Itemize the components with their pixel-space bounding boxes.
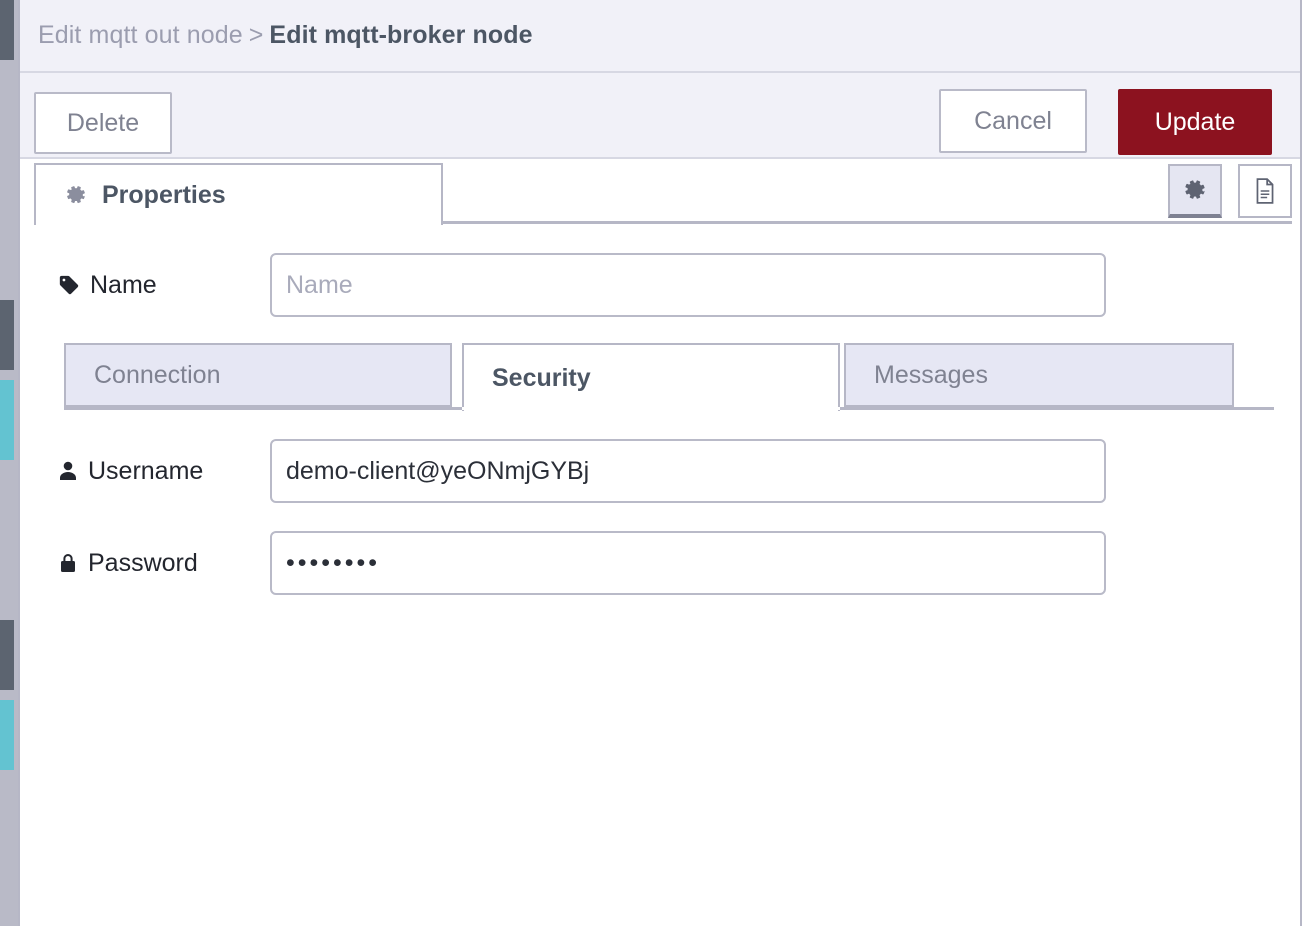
password-label-text: Password (88, 548, 198, 577)
subtab-security-label: Security (492, 363, 591, 392)
user-icon (58, 460, 78, 482)
main-tabstrip: Properties (20, 159, 1300, 225)
username-input[interactable] (270, 439, 1106, 503)
lock-icon (58, 552, 78, 574)
gear-icon (64, 183, 88, 207)
dialog-header: Edit mqtt out node>Edit mqtt-broker node (20, 0, 1300, 73)
password-row: Password (58, 531, 1106, 595)
tag-icon (58, 274, 80, 296)
breadcrumb-current: Edit mqtt-broker node (269, 21, 533, 49)
tab-properties[interactable]: Properties (34, 163, 443, 225)
subtab-connection[interactable]: Connection (64, 343, 452, 407)
subtab-security[interactable]: Security (462, 343, 840, 411)
subtab-messages-label: Messages (874, 360, 988, 389)
username-label: Username (58, 457, 270, 486)
document-icon (1252, 177, 1278, 205)
username-label-text: Username (88, 456, 204, 485)
password-input[interactable] (270, 531, 1106, 595)
name-label: Name (58, 271, 270, 300)
update-button[interactable]: Update (1118, 89, 1272, 155)
password-label: Password (58, 549, 270, 578)
tab-properties-label: Properties (102, 180, 226, 209)
security-subtabs: Connection Security Messages (64, 343, 1274, 411)
edit-node-dialog: Edit mqtt out node>Edit mqtt-broker node… (18, 0, 1302, 926)
username-row: Username (58, 439, 1106, 503)
name-row: Name (58, 253, 1106, 317)
dialog-button-bar: Delete Cancel Update (20, 73, 1300, 159)
breadcrumb-separator: > (248, 21, 264, 49)
settings-tool-button[interactable] (1168, 164, 1222, 218)
delete-button[interactable]: Delete (34, 92, 172, 154)
name-label-text: Name (90, 270, 157, 299)
name-input[interactable] (270, 253, 1106, 317)
breadcrumb: Edit mqtt out node>Edit mqtt-broker node (38, 21, 533, 50)
subtab-messages[interactable]: Messages (844, 343, 1234, 407)
subtabs-underline (64, 407, 1274, 410)
cancel-button[interactable]: Cancel (939, 89, 1087, 153)
dialog-body: Name Connection Security Messages (20, 225, 1300, 926)
background-palette (0, 0, 22, 926)
gear-icon (1182, 177, 1208, 203)
tabstrip-underline (443, 221, 1292, 224)
subtab-connection-label: Connection (94, 360, 221, 389)
description-tool-button[interactable] (1238, 164, 1292, 218)
breadcrumb-parent[interactable]: Edit mqtt out node (38, 21, 243, 49)
